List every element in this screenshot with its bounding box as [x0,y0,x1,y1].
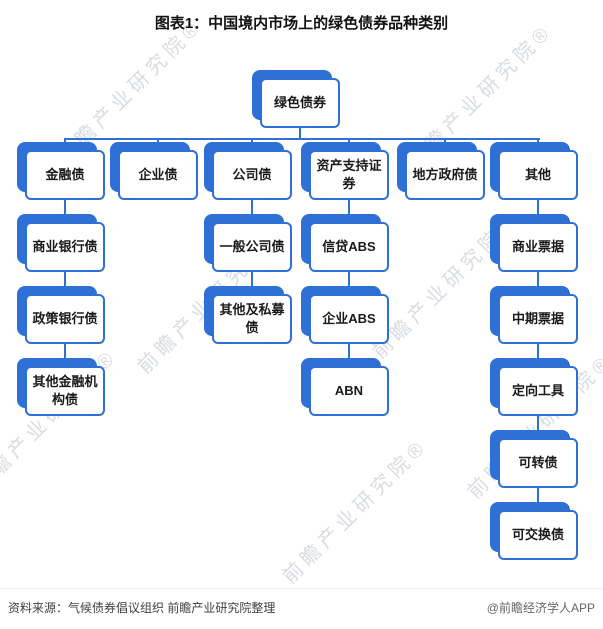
node-enterprise-bond: 企业债 [110,142,198,200]
node-abn: ABN [301,358,389,416]
node-general-corporate-bond: 一般公司债 [204,214,292,272]
watermark: 前瞻产业研究院® [278,435,433,589]
footer-source: 资料来源：气候债券倡议组织 前瞻产业研究院整理 [8,601,276,615]
node-label: 商业银行债 [25,222,105,272]
node-commercial-paper: 商业票据 [490,214,578,272]
node-financial-bond: 金融债 [17,142,105,200]
node-label: 金融债 [25,150,105,200]
connector-horizontal [64,138,540,140]
node-label: 定向工具 [498,366,578,416]
node-label: 一般公司债 [212,222,292,272]
node-label: 中期票据 [498,294,578,344]
node-policy-bank-bond: 政策银行债 [17,286,105,344]
node-convertible-bond: 可转债 [490,430,578,488]
footer-credit: @前瞻经济学人APP [486,601,595,615]
node-label: 地方政府债 [405,150,485,200]
node-credit-abs: 信贷ABS [301,214,389,272]
node-label: 其他 [498,150,578,200]
node-exchangeable-bond: 可交换债 [490,502,578,560]
node-label: 其他金融机构债 [25,366,105,416]
chart-title: 图表1：中国境内市场上的绿色债券品种类别 [154,15,449,32]
node-other-financial-institution-bond: 其他金融机构债 [17,358,105,416]
node-label: 信贷ABS [309,222,389,272]
node-other: 其他 [490,142,578,200]
node-private-placement-note: 定向工具 [490,358,578,416]
node-medium-term-note: 中期票据 [490,286,578,344]
node-commercial-bank-bond: 商业银行债 [17,214,105,272]
node-other-private-placement-bond: 其他及私募债 [204,286,292,344]
node-label: 绿色债券 [260,78,340,128]
node-asset-backed-securities: 资产支持证券 [301,142,389,200]
node-label: 其他及私募债 [212,294,292,344]
node-label: 企业债 [118,150,198,200]
node-label: 资产支持证券 [309,150,389,200]
node-corporate-bond: 公司债 [204,142,292,200]
node-label: 政策银行债 [25,294,105,344]
node-label: 商业票据 [498,222,578,272]
node-label: 企业ABS [309,294,389,344]
node-label: 可交换债 [498,510,578,560]
footer: 资料来源：气候债券倡议组织 前瞻产业研究院整理 @前瞻经济学人APP [0,588,603,629]
node-label: ABN [309,366,389,416]
node-root-green-bond: 绿色债券 [252,70,340,128]
node-label: 公司债 [212,150,292,200]
node-local-government-bond: 地方政府债 [397,142,485,200]
node-label: 可转债 [498,438,578,488]
node-enterprise-abs: 企业ABS [301,286,389,344]
connector-root-stub [299,128,301,139]
